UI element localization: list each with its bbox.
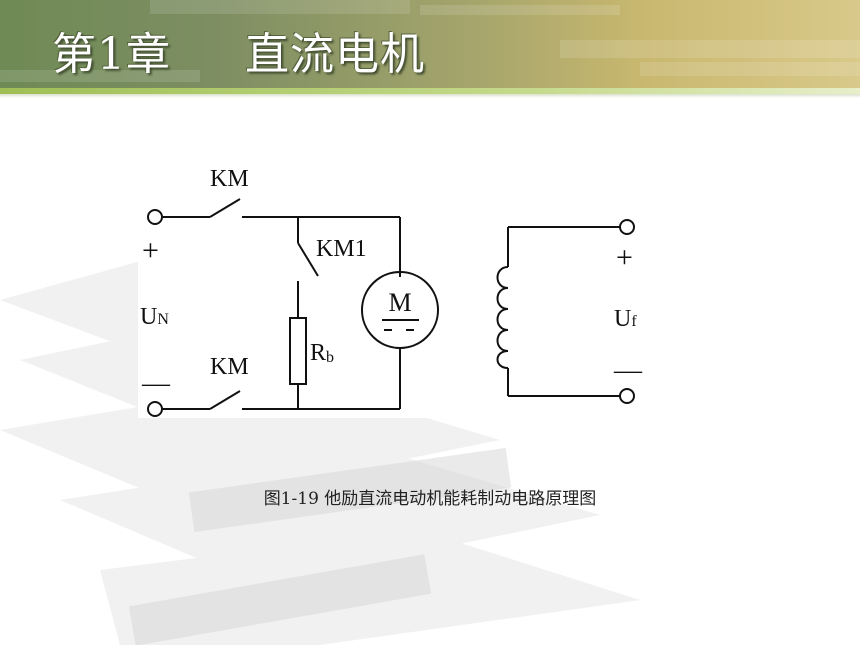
figure-caption: 图1-19 他励直流电动机能耗制动电路原理图 xyxy=(263,489,597,509)
km-top-label: KM xyxy=(210,166,249,192)
field-terminal-bottom xyxy=(619,388,635,404)
supply-plus-label: + xyxy=(142,234,159,267)
km-top-contact xyxy=(209,198,241,218)
circuit-diagram: KM KM KM1 + — UN Rb M + — Uf xyxy=(138,160,658,418)
field-voltage-label: Uf xyxy=(614,306,637,332)
km-bottom-label: KM xyxy=(210,354,249,380)
chapter-title: 直流电机 xyxy=(245,29,425,80)
supply-terminal-top xyxy=(147,209,163,225)
motor-label: M xyxy=(388,288,411,317)
supply-minus-label: — xyxy=(141,368,171,399)
field-minus-label: — xyxy=(613,355,643,386)
header-banner: 第1章 直流电机 xyxy=(0,0,860,88)
field-plus-label: + xyxy=(616,241,633,274)
field-terminal-top xyxy=(619,219,635,235)
supply-terminal-bottom xyxy=(147,401,163,417)
km-bottom-contact xyxy=(209,390,241,410)
field-winding xyxy=(496,266,509,369)
header-stripe xyxy=(0,88,860,94)
resistor-label: Rb xyxy=(310,340,334,366)
supply-voltage-label: UN xyxy=(140,304,169,330)
header-shadow xyxy=(0,94,860,98)
km1-label: KM1 xyxy=(316,236,367,262)
resistor-rb xyxy=(289,317,307,385)
header-books-texture xyxy=(0,0,860,82)
km1-contact xyxy=(297,242,319,277)
circuit-svg: KM KM KM1 + — UN Rb M + — Uf xyxy=(140,166,643,417)
chapter-number: 第1章 xyxy=(52,29,171,80)
